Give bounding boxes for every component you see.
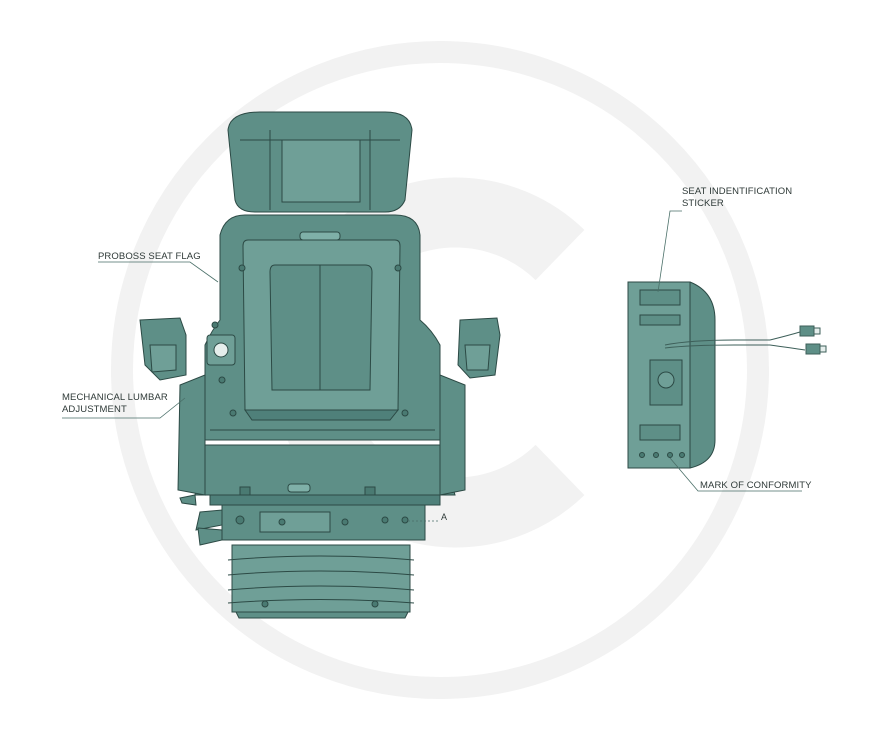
leader-lines: [62, 210, 802, 522]
seat-flag: [206, 321, 236, 384]
wiring-harness: [664, 325, 827, 355]
leader-seat-flag: [98, 261, 219, 283]
armrest-left: [139, 317, 187, 381]
seat-base: [179, 444, 456, 506]
label-mechanical-lumbar-line2: ADJUSTMENT: [62, 404, 127, 415]
label-point-a: A: [441, 512, 448, 522]
label-proboss-seat-flag: PROBOSS SEAT FLAG: [98, 251, 201, 262]
headrest: [227, 111, 413, 213]
label-seat-identification-line1: SEAT INDENTIFICATION: [682, 186, 793, 197]
backrest-side-bolsters: [177, 374, 466, 496]
suspension-mechanism: [195, 504, 426, 546]
seat-side-view: [627, 281, 716, 469]
label-seat-identification-line2: STICKER: [682, 198, 724, 209]
leader-sticker: [657, 210, 682, 293]
label-mechanical-lumbar-line1: MECHANICAL LUMBAR: [62, 392, 168, 403]
armrest-right: [457, 317, 501, 379]
leader-conformity: [669, 457, 802, 492]
label-mark-of-conformity: MARK OF CONFORMITY: [700, 480, 812, 491]
suspension-bellows: [227, 544, 415, 619]
seat-main-view: [139, 111, 501, 619]
leader-lumbar: [62, 397, 186, 419]
backrest-frame: [204, 214, 441, 441]
